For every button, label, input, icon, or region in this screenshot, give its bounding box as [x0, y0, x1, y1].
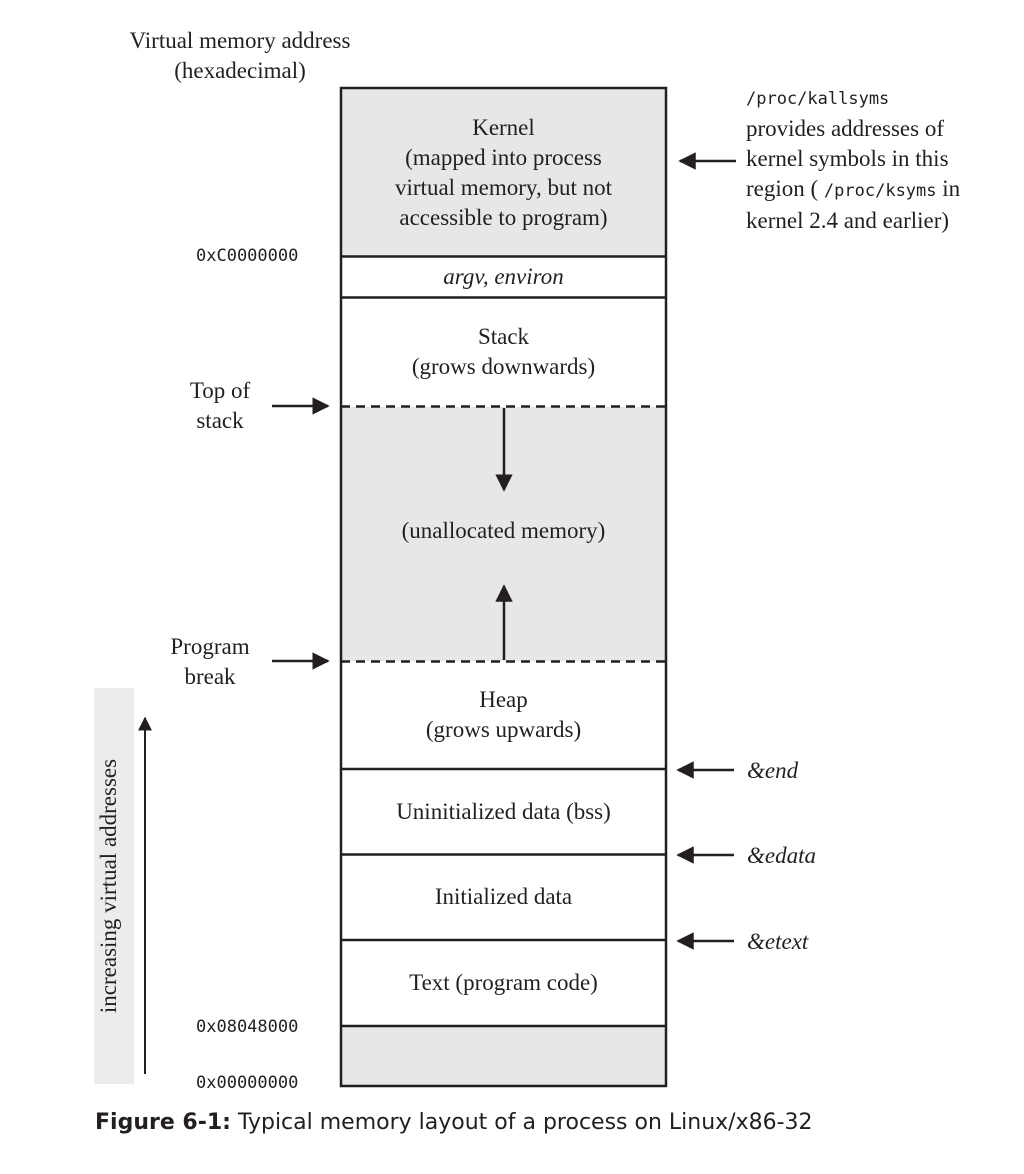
kallsyms-line4: region ( /proc/ksyms in: [746, 174, 1021, 206]
kallsyms-line2: provides addresses of: [746, 116, 945, 141]
segment-heap: Heap (grows upwards): [341, 662, 666, 768]
kallsyms-line3: kernel symbols in this: [746, 146, 949, 171]
segment-kernel: Kernel (mapped into process virtual memo…: [341, 89, 666, 256]
initialized-data-label: Initialized data: [434, 884, 573, 909]
kallsyms-line4a: region (: [746, 176, 824, 201]
kernel-line3: virtual memory, but not: [395, 174, 612, 200]
top-of-stack-line2: stack: [196, 408, 244, 433]
figure-caption-text: Typical memory layout of a process on Li…: [230, 1110, 813, 1135]
kallsyms-path: /proc/kallsyms: [746, 89, 890, 109]
stack-line2: (grows downwards): [411, 354, 596, 379]
address-kernel-start: 0xC0000000: [196, 246, 299, 266]
segment-initialized-data: Initialized data: [341, 855, 666, 939]
increasing-addresses-label: increasing virtual addresses: [94, 716, 124, 1056]
argv-environ-label: argv, environ: [443, 264, 564, 289]
kernel-line1: Kernel: [472, 114, 535, 140]
address-zero: 0x00000000: [196, 1073, 299, 1093]
segment-bss: Uninitialized data (bss): [341, 770, 666, 854]
increasing-addresses-text: increasing virtual addresses: [96, 758, 121, 1014]
program-break-line1: Program: [170, 634, 250, 659]
figure-caption-label: Figure 6-1:: [95, 1110, 231, 1135]
heap-line1: Heap: [479, 687, 528, 712]
heap-line2: (grows upwards): [425, 717, 582, 742]
bss-label: Uninitialized data (bss): [396, 799, 611, 824]
program-break-line2: break: [184, 664, 236, 689]
segment-text: Text (program code): [341, 941, 666, 1025]
stack-line1: Stack: [477, 324, 530, 349]
edata-symbol-label: &edata: [747, 843, 816, 868]
memory-outline: [339, 86, 668, 1088]
end-symbol-label: &end: [747, 758, 799, 783]
top-of-stack-label: Top of stack: [180, 376, 260, 436]
segment-stack: Stack (grows downwards): [341, 298, 666, 406]
text-segment-label: Text (program code): [409, 970, 598, 995]
segment-unmapped-low: [341, 1027, 666, 1085]
kernel-line4: accessible to program): [399, 204, 608, 230]
top-of-stack-line1: Top of: [189, 378, 251, 403]
axis-band: [94, 688, 134, 1084]
axis-title: Virtual memory address (hexadecimal): [90, 26, 390, 86]
axis-title-line2: (hexadecimal): [174, 58, 306, 83]
program-break-label: Program break: [148, 632, 272, 692]
kallsyms-note: /proc/kallsyms provides addresses of ker…: [746, 84, 1021, 236]
kallsyms-line5: kernel 2.4 and earlier): [746, 208, 950, 233]
kernel-line2: (mapped into process: [405, 144, 602, 170]
axis-title-line1: Virtual memory address: [129, 28, 351, 53]
figure-caption: Figure 6-1: Typical memory layout of a p…: [95, 1110, 995, 1135]
etext-symbol-label: &etext: [747, 929, 809, 954]
unallocated-label: (unallocated memory): [401, 518, 606, 543]
ksyms-path: /proc/ksyms: [823, 181, 937, 201]
segment-argv-environ: argv, environ: [341, 257, 666, 297]
address-text-start: 0x08048000: [196, 1017, 299, 1037]
kallsyms-line4b: in: [936, 176, 961, 201]
